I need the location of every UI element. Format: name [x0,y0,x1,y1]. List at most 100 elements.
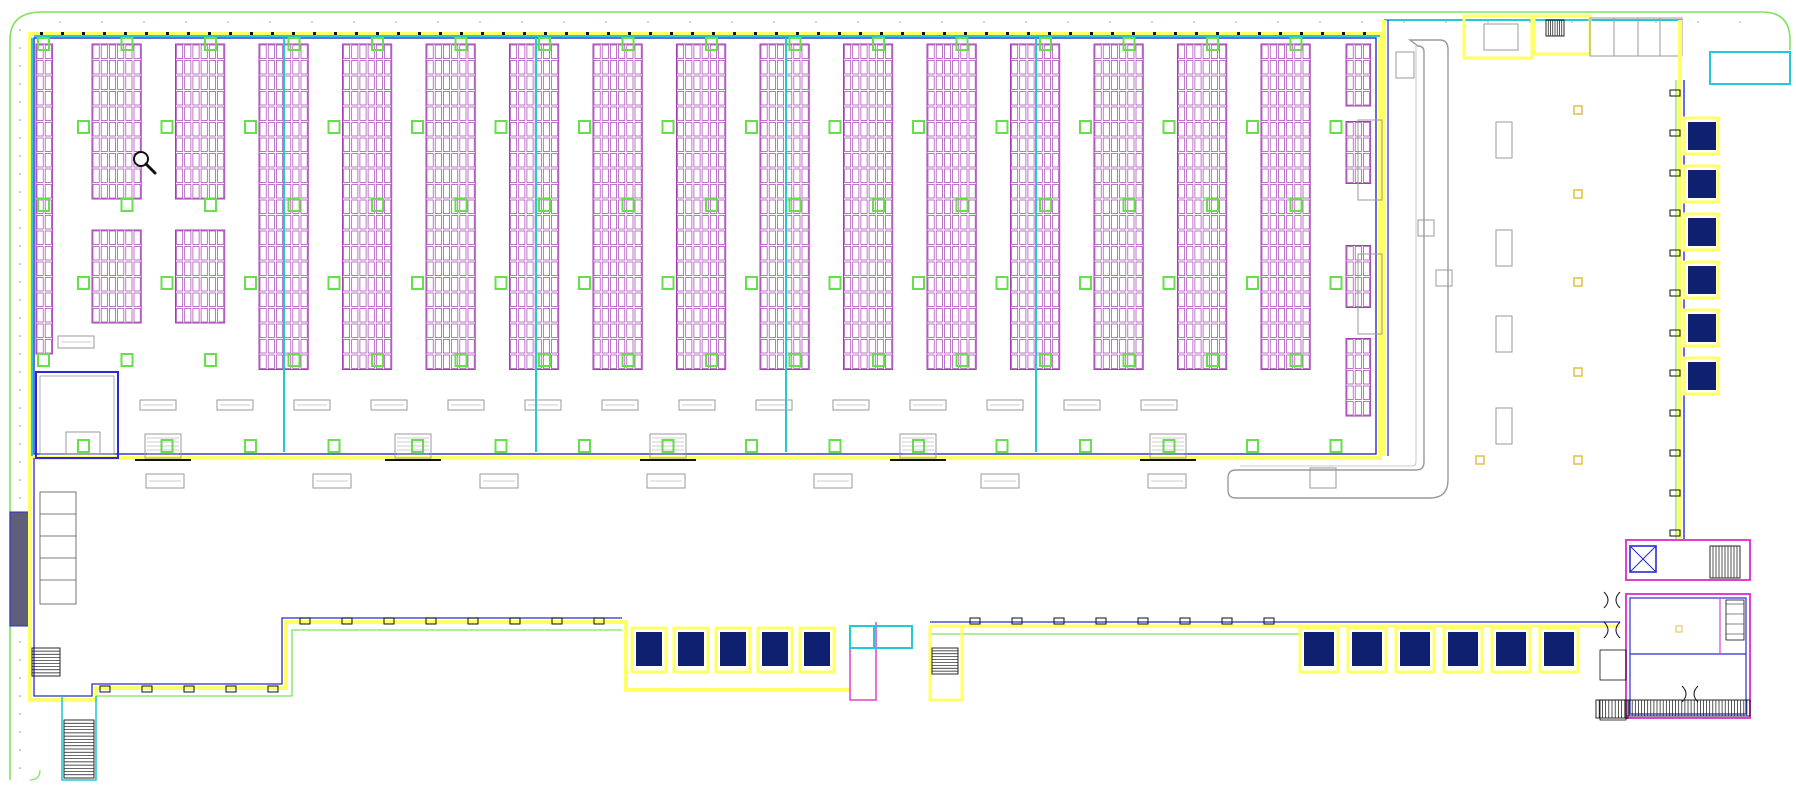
rack-cell [109,44,116,59]
site-dot [19,227,21,229]
rack-cell [208,153,216,168]
rack-cell [610,122,617,137]
rack-cell [852,168,860,183]
rack-cell [1011,246,1019,261]
rack-cell [367,75,375,90]
rack-cell [1119,168,1127,183]
rack-cell [117,246,125,261]
magnifier-icon[interactable] [130,148,158,176]
rack-cell [1027,106,1035,121]
rack-cell [384,75,392,90]
rack-cell [1119,106,1127,121]
rack-cell [542,60,550,75]
rack-cell [467,354,475,369]
rack-cell [852,354,860,369]
dock-pit [762,632,788,666]
rack-cell [968,60,976,75]
rack-cell [100,261,108,276]
rack-cell [1202,261,1210,276]
rack-cell [1178,75,1186,90]
rack-cell [1111,106,1118,121]
rack-cell [885,199,893,214]
rack-cell [1261,137,1269,152]
rack-cell [259,137,267,152]
rack-cell [510,323,518,338]
site-dot [227,21,229,23]
fixture-body [678,399,716,411]
rack-cell [1363,60,1370,75]
rack-cell [359,184,367,199]
rack-cell [1027,339,1035,354]
rack-cell [267,44,275,59]
rack-cell [92,230,100,245]
site-dot [773,21,775,23]
rack-cell [208,122,216,137]
rack-cell [1019,292,1027,307]
rack-cell [1027,230,1035,245]
rack-cell [217,122,225,137]
rack-cell [375,60,383,75]
rack-cell [1178,261,1186,276]
site-dot [19,371,21,373]
rack-cell [593,199,601,214]
rack-cell [100,44,108,59]
wall-tick [523,32,526,35]
site-dot [941,21,943,23]
rack-cell [276,354,283,369]
rack-cell [359,153,367,168]
column [494,439,508,453]
wall-tick [292,32,295,35]
rack-cell [44,292,52,307]
zoom-tool[interactable] [130,148,158,176]
column [371,353,384,367]
rack-cell [459,168,467,183]
rack-cell [1119,323,1127,338]
rack-cell [944,246,951,261]
rack-cell [384,44,392,59]
rack-cell [927,246,935,261]
west-ramp-stair [63,719,95,779]
site-dot [269,21,271,23]
conveyor-box-1 [1417,219,1435,237]
rack-cell [777,199,784,214]
rack-cell [1011,199,1019,214]
wall-tick [628,32,631,35]
rack-cell [300,230,308,245]
rack-cell [1261,44,1269,59]
rack-cell [1178,122,1186,137]
rack-cell [351,308,359,323]
rack-cell [1261,246,1269,261]
rack-cell [451,308,459,323]
rack-cell [760,122,768,137]
rack-cell [677,137,685,152]
rack-cell [1261,339,1269,354]
rack-cell [1052,292,1060,307]
rack-cell [526,215,534,230]
rack-cell [760,246,768,261]
rack-cell [36,168,44,183]
rack-cell [860,106,868,121]
rack-cell [709,261,717,276]
rack-cell [426,308,434,323]
southwest-stair [31,647,61,677]
forklift-fixture [479,473,519,489]
rack-block [175,43,226,200]
column [244,276,257,290]
rack-cell [117,261,125,276]
rack-cell [451,122,459,137]
rack-cell [960,323,968,338]
rack-cell [467,184,475,199]
rack-cell [351,230,359,245]
rack-cell [92,91,100,106]
rack-cell [1210,230,1218,245]
rack-cell [267,153,275,168]
rack-cell [927,354,935,369]
rack-cell [960,292,968,307]
rack-cell [300,246,308,261]
rack-cell [618,277,626,292]
site-dot [437,21,439,23]
rack-cell [1269,323,1277,338]
rack-cell [92,261,100,276]
rack-cell [960,106,968,121]
column [371,198,384,212]
